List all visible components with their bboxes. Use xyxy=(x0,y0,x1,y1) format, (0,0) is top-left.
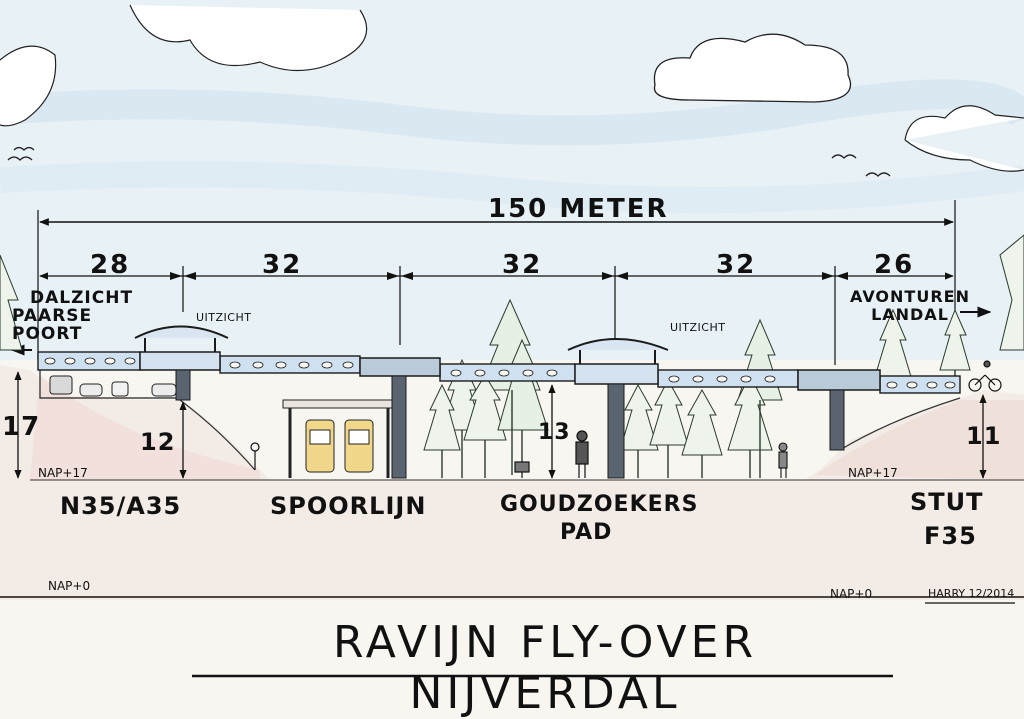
total-span-label: 150 METER xyxy=(488,194,669,224)
bird-icon xyxy=(865,172,891,177)
path-label-2: PAD xyxy=(560,520,613,545)
span-label: 26 xyxy=(874,250,915,280)
bench-icon xyxy=(514,461,530,473)
uitzicht-label: UITZICHT xyxy=(196,311,252,324)
car-icon xyxy=(111,381,129,397)
tram-icon xyxy=(344,419,374,473)
height-label: 12 xyxy=(140,428,176,456)
span-label: 32 xyxy=(262,250,303,280)
bird-icon xyxy=(7,156,33,161)
lookout-platform-left xyxy=(139,351,221,371)
nap-level-label: NAP+17 xyxy=(38,466,88,480)
nap-level-label: NAP+0 xyxy=(830,587,873,601)
road-label: N35/A35 xyxy=(60,492,182,520)
dalzicht-label: DALZICHT xyxy=(30,288,134,308)
height-label: 17 xyxy=(2,412,41,442)
railway-label: SPOORLIJN xyxy=(270,492,427,520)
bird-icon xyxy=(13,146,35,151)
person-icon xyxy=(575,430,589,478)
bird-icon xyxy=(831,154,857,159)
sign-icon xyxy=(250,442,260,470)
bridge-piers xyxy=(175,369,845,479)
nap-level-label: NAP+0 xyxy=(48,579,91,593)
lookout-platform-right xyxy=(574,363,659,385)
signature: HARRY 12/2014 xyxy=(928,587,1015,600)
person-icon xyxy=(778,442,788,478)
span-label: 28 xyxy=(90,250,131,280)
railway-shelter xyxy=(282,399,396,409)
car-icon xyxy=(49,375,73,395)
avonturen-landal-label: AVONTUREN LANDAL xyxy=(850,287,970,324)
car-icon xyxy=(151,383,177,397)
height-label: 13 xyxy=(538,420,571,445)
tram-icon xyxy=(305,419,335,473)
paarse-poort-label: PAARSE POORT xyxy=(12,306,93,344)
span-label: 32 xyxy=(716,250,757,280)
height-label: 11 xyxy=(966,422,1002,450)
cloud-icon xyxy=(904,105,1024,172)
stut-label: STUT xyxy=(910,488,984,516)
span-label: 32 xyxy=(502,250,543,280)
uitzicht-label: UITZICHT xyxy=(670,321,726,334)
diagram-title: RAVIJN FLY-OVER NIJVERDAL xyxy=(332,617,758,719)
nap-level-label: NAP+17 xyxy=(848,466,898,480)
ravine-ground xyxy=(0,365,1024,600)
cloud-icon xyxy=(653,33,852,103)
cyclist-icon xyxy=(968,360,1002,392)
f35-label: F35 xyxy=(924,522,977,550)
path-label: GOUDZOEKERS xyxy=(500,492,699,517)
car-icon xyxy=(79,383,103,397)
cloud-icon xyxy=(0,45,57,127)
cloud-icon xyxy=(129,4,368,72)
